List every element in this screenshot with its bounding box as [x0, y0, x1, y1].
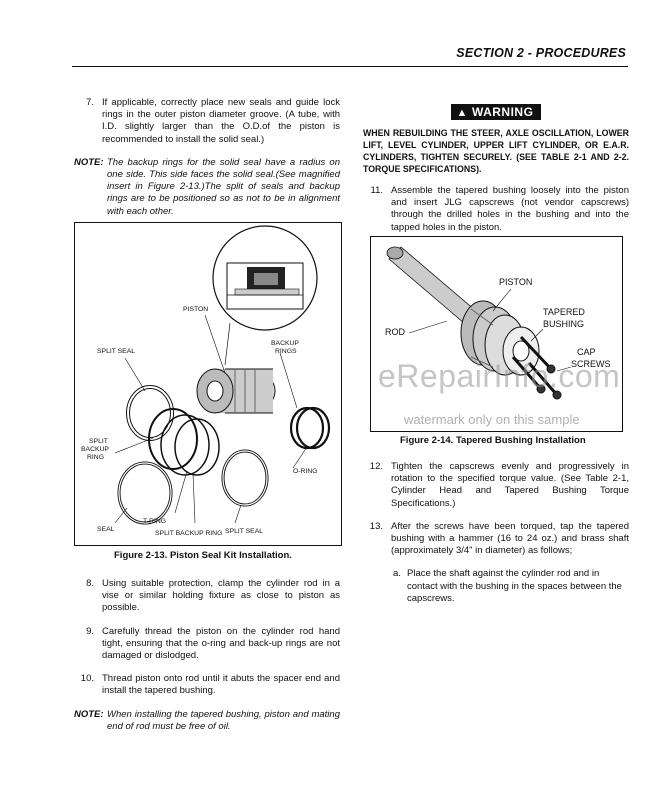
label-split-seal: SPLIT SEAL: [97, 348, 135, 355]
right-column-bottom: 12. Tighten the capscrews evenly and pro…: [363, 461, 629, 605]
substep-letter: a.: [393, 568, 401, 580]
note-tapered-bushing: NOTE: When installing the tapered bushin…: [74, 709, 340, 733]
step-text: If applicable, correctly place new seals…: [102, 97, 340, 145]
warning-text: WHEN REBUILDING THE STEER, AXLE OSCILLAT…: [363, 128, 629, 174]
label-split-backup-ring-1: SPLIT: [89, 438, 108, 445]
step-number: 12.: [369, 461, 383, 472]
substep-text: Place the shaft against the cylinder rod…: [407, 568, 622, 604]
warning-label: ▲WARNING: [450, 104, 542, 120]
left-column-bottom: 8. Using suitable protection, clamp the …: [74, 578, 340, 744]
label-rod: ROD: [385, 327, 406, 337]
leader-lines: [408, 288, 572, 372]
warning-banner: ▲WARNING: [363, 103, 629, 121]
label-backup-rings-1: BACKUP: [271, 340, 299, 347]
substep-a: a. Place the shaft against the cylinder …: [363, 568, 629, 605]
step-number: 9.: [86, 625, 94, 637]
note-text: When installing the tapered bushing, pis…: [107, 708, 340, 732]
step-7: 7. If applicable, correctly place new se…: [74, 97, 340, 146]
warning-word: WARNING: [471, 105, 534, 119]
label-piston: PISTON: [183, 306, 208, 313]
seal-shape: [117, 461, 173, 525]
warning-triangle-icon: ▲: [456, 107, 468, 119]
step-text: Assemble the tapered bushing loosely int…: [391, 185, 629, 233]
step-text: Thread piston onto rod until it abuts th…: [102, 673, 340, 697]
step-number: 7.: [86, 97, 94, 108]
label-tapered-bushing-1: TAPERED: [543, 307, 585, 317]
label-seal: SEAL: [97, 526, 115, 533]
note-backup-rings: NOTE: The backup rings for the solid sea…: [74, 157, 340, 218]
watermark-note: watermark only on this sample: [404, 412, 580, 427]
section-title: SECTION 2 - PROCEDURES: [456, 46, 626, 60]
step-number: 10.: [80, 673, 94, 685]
label-t-ring: T-RING: [143, 518, 166, 525]
split-backup-ring-shape: [148, 408, 220, 476]
figure-2-14-caption: Figure 2-14. Tapered Bushing Installatio…: [400, 435, 586, 446]
figure-tapered-bushing: PISTON ROD TAPERED BUSHING CAP SCREWS: [370, 236, 623, 432]
step-text: Carefully thread the piston on the cylin…: [102, 625, 340, 662]
step-8: 8. Using suitable protection, clamp the …: [74, 578, 340, 615]
step-9: 9. Carefully thread the piston on the cy…: [74, 626, 340, 663]
leader-lines: [114, 314, 308, 524]
step-number: 13.: [369, 520, 383, 532]
page-header: SECTION 2 - PROCEDURES: [72, 44, 628, 67]
split-seal-bottom-shape: [221, 449, 269, 507]
piston-shape: [196, 368, 276, 414]
backup-rings-shape: [289, 406, 331, 450]
step-11: 11. Assemble the tapered bushing loosely…: [363, 185, 629, 234]
label-split-backup-ring-3: RING: [87, 454, 104, 461]
step-text: Tighten the capscrews evenly and progres…: [391, 461, 629, 509]
figure-piston-seal-kit: PISTON SPLIT SEAL BACKUP RINGS SPLIT BAC…: [74, 222, 342, 546]
label-split-backup-ring-bottom: SPLIT BACKUP RING: [155, 530, 222, 537]
left-column-top: 7. If applicable, correctly place new se…: [74, 97, 340, 229]
magnified-insert: [212, 225, 318, 331]
step-number: 11.: [370, 185, 383, 196]
watermark-site: eRepairInfo.com: [378, 358, 621, 394]
step-10: 10. Thread piston onto rod until it abut…: [74, 673, 340, 697]
right-column-top: ▲WARNING WHEN REBUILDING THE STEER, AXLE…: [363, 103, 629, 245]
piston-seal-kit-illustration: PISTON SPLIT SEAL BACKUP RINGS SPLIT BAC…: [81, 225, 331, 537]
step-text: After the screws have been torqued, tap …: [391, 520, 629, 557]
step-text: Using suitable protection, clamp the cyl…: [102, 578, 340, 614]
label-piston: PISTON: [499, 277, 532, 287]
note-label: NOTE:: [74, 708, 104, 720]
step-12: 12. Tighten the capscrews evenly and pro…: [363, 461, 629, 510]
label-cap-screws-1: CAP: [577, 347, 596, 357]
tapered-bushing-illustration: PISTON ROD TAPERED BUSHING CAP SCREWS: [385, 246, 611, 400]
label-o-ring: O-RING: [293, 468, 318, 475]
label-split-backup-ring-2: BACKUP: [81, 446, 109, 453]
label-backup-rings-2: RINGS: [275, 348, 297, 355]
capscrews-shape: [511, 335, 562, 400]
note-text: The backup rings for the solid seal have…: [107, 156, 340, 217]
label-cap-screws-2: SCREWS: [571, 359, 611, 369]
step-13: 13. After the screws have been torqued, …: [363, 521, 629, 558]
note-label: NOTE:: [74, 156, 104, 168]
step-number: 8.: [86, 578, 94, 589]
figure-2-13-caption: Figure 2-13. Piston Seal Kit Installatio…: [114, 550, 292, 561]
label-split-seal-bottom: SPLIT SEAL: [225, 528, 263, 535]
label-tapered-bushing-2: BUSHING: [543, 319, 584, 329]
